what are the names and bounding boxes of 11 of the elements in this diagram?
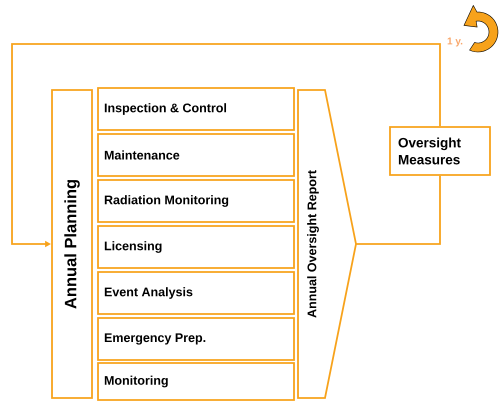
- category-box: Emergency Prep.: [97, 317, 295, 361]
- category-box: Licensing: [97, 225, 295, 269]
- edge-label: 1 y.: [446, 36, 464, 48]
- connector-line: [356, 176, 441, 245]
- category-box: Event Analysis: [97, 271, 295, 315]
- measures-box: Oversight Measures: [389, 126, 491, 176]
- planning-box: Annual Planning: [51, 89, 93, 399]
- category-box: Inspection & Control: [97, 87, 295, 131]
- category-box: Maintenance: [97, 133, 295, 177]
- category-box: Monitoring: [97, 362, 295, 401]
- category-box: Radiation Monitoring: [97, 179, 295, 223]
